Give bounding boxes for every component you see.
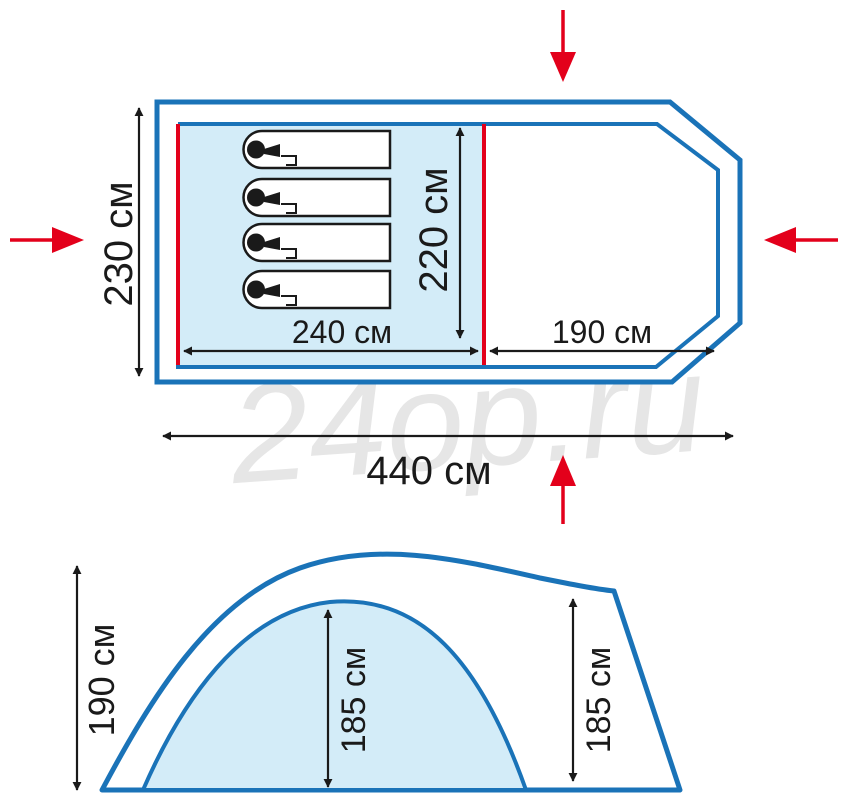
inner-tent-profile xyxy=(139,599,529,792)
entrance-arrow-top xyxy=(550,10,576,82)
person-head-icon xyxy=(247,233,265,252)
sleeping-bag xyxy=(242,129,392,170)
person-head-icon xyxy=(247,188,265,207)
width-label: 230 см xyxy=(97,181,141,306)
total-length-label: 440 см xyxy=(366,449,491,493)
sleeping-bag xyxy=(242,177,392,218)
side-profile: 190 см 185 см 185 см xyxy=(72,551,683,793)
plan-view: 230 см 220 см 240 см 190 см 440 см xyxy=(10,10,838,524)
inner-outline xyxy=(176,122,720,369)
total-height-label: 190 см xyxy=(81,624,122,737)
vestibule-length-label: 190 см xyxy=(552,314,652,350)
bedroom-length-label: 240 см xyxy=(292,314,392,350)
inner-height-label: 220 см xyxy=(412,167,456,292)
vestibule-height-label: 185 см xyxy=(580,647,618,754)
entrance-arrow-bottom xyxy=(550,455,576,524)
sleeping-places xyxy=(242,129,392,310)
sleeping-bag xyxy=(242,269,392,310)
entrance-arrow-right xyxy=(764,227,838,253)
sleeping-bag xyxy=(242,222,392,263)
person-head-icon xyxy=(247,140,265,159)
inner-height-profile-label: 185 см xyxy=(335,647,373,754)
entrance-arrow-left xyxy=(10,227,84,253)
person-head-icon xyxy=(247,280,265,299)
